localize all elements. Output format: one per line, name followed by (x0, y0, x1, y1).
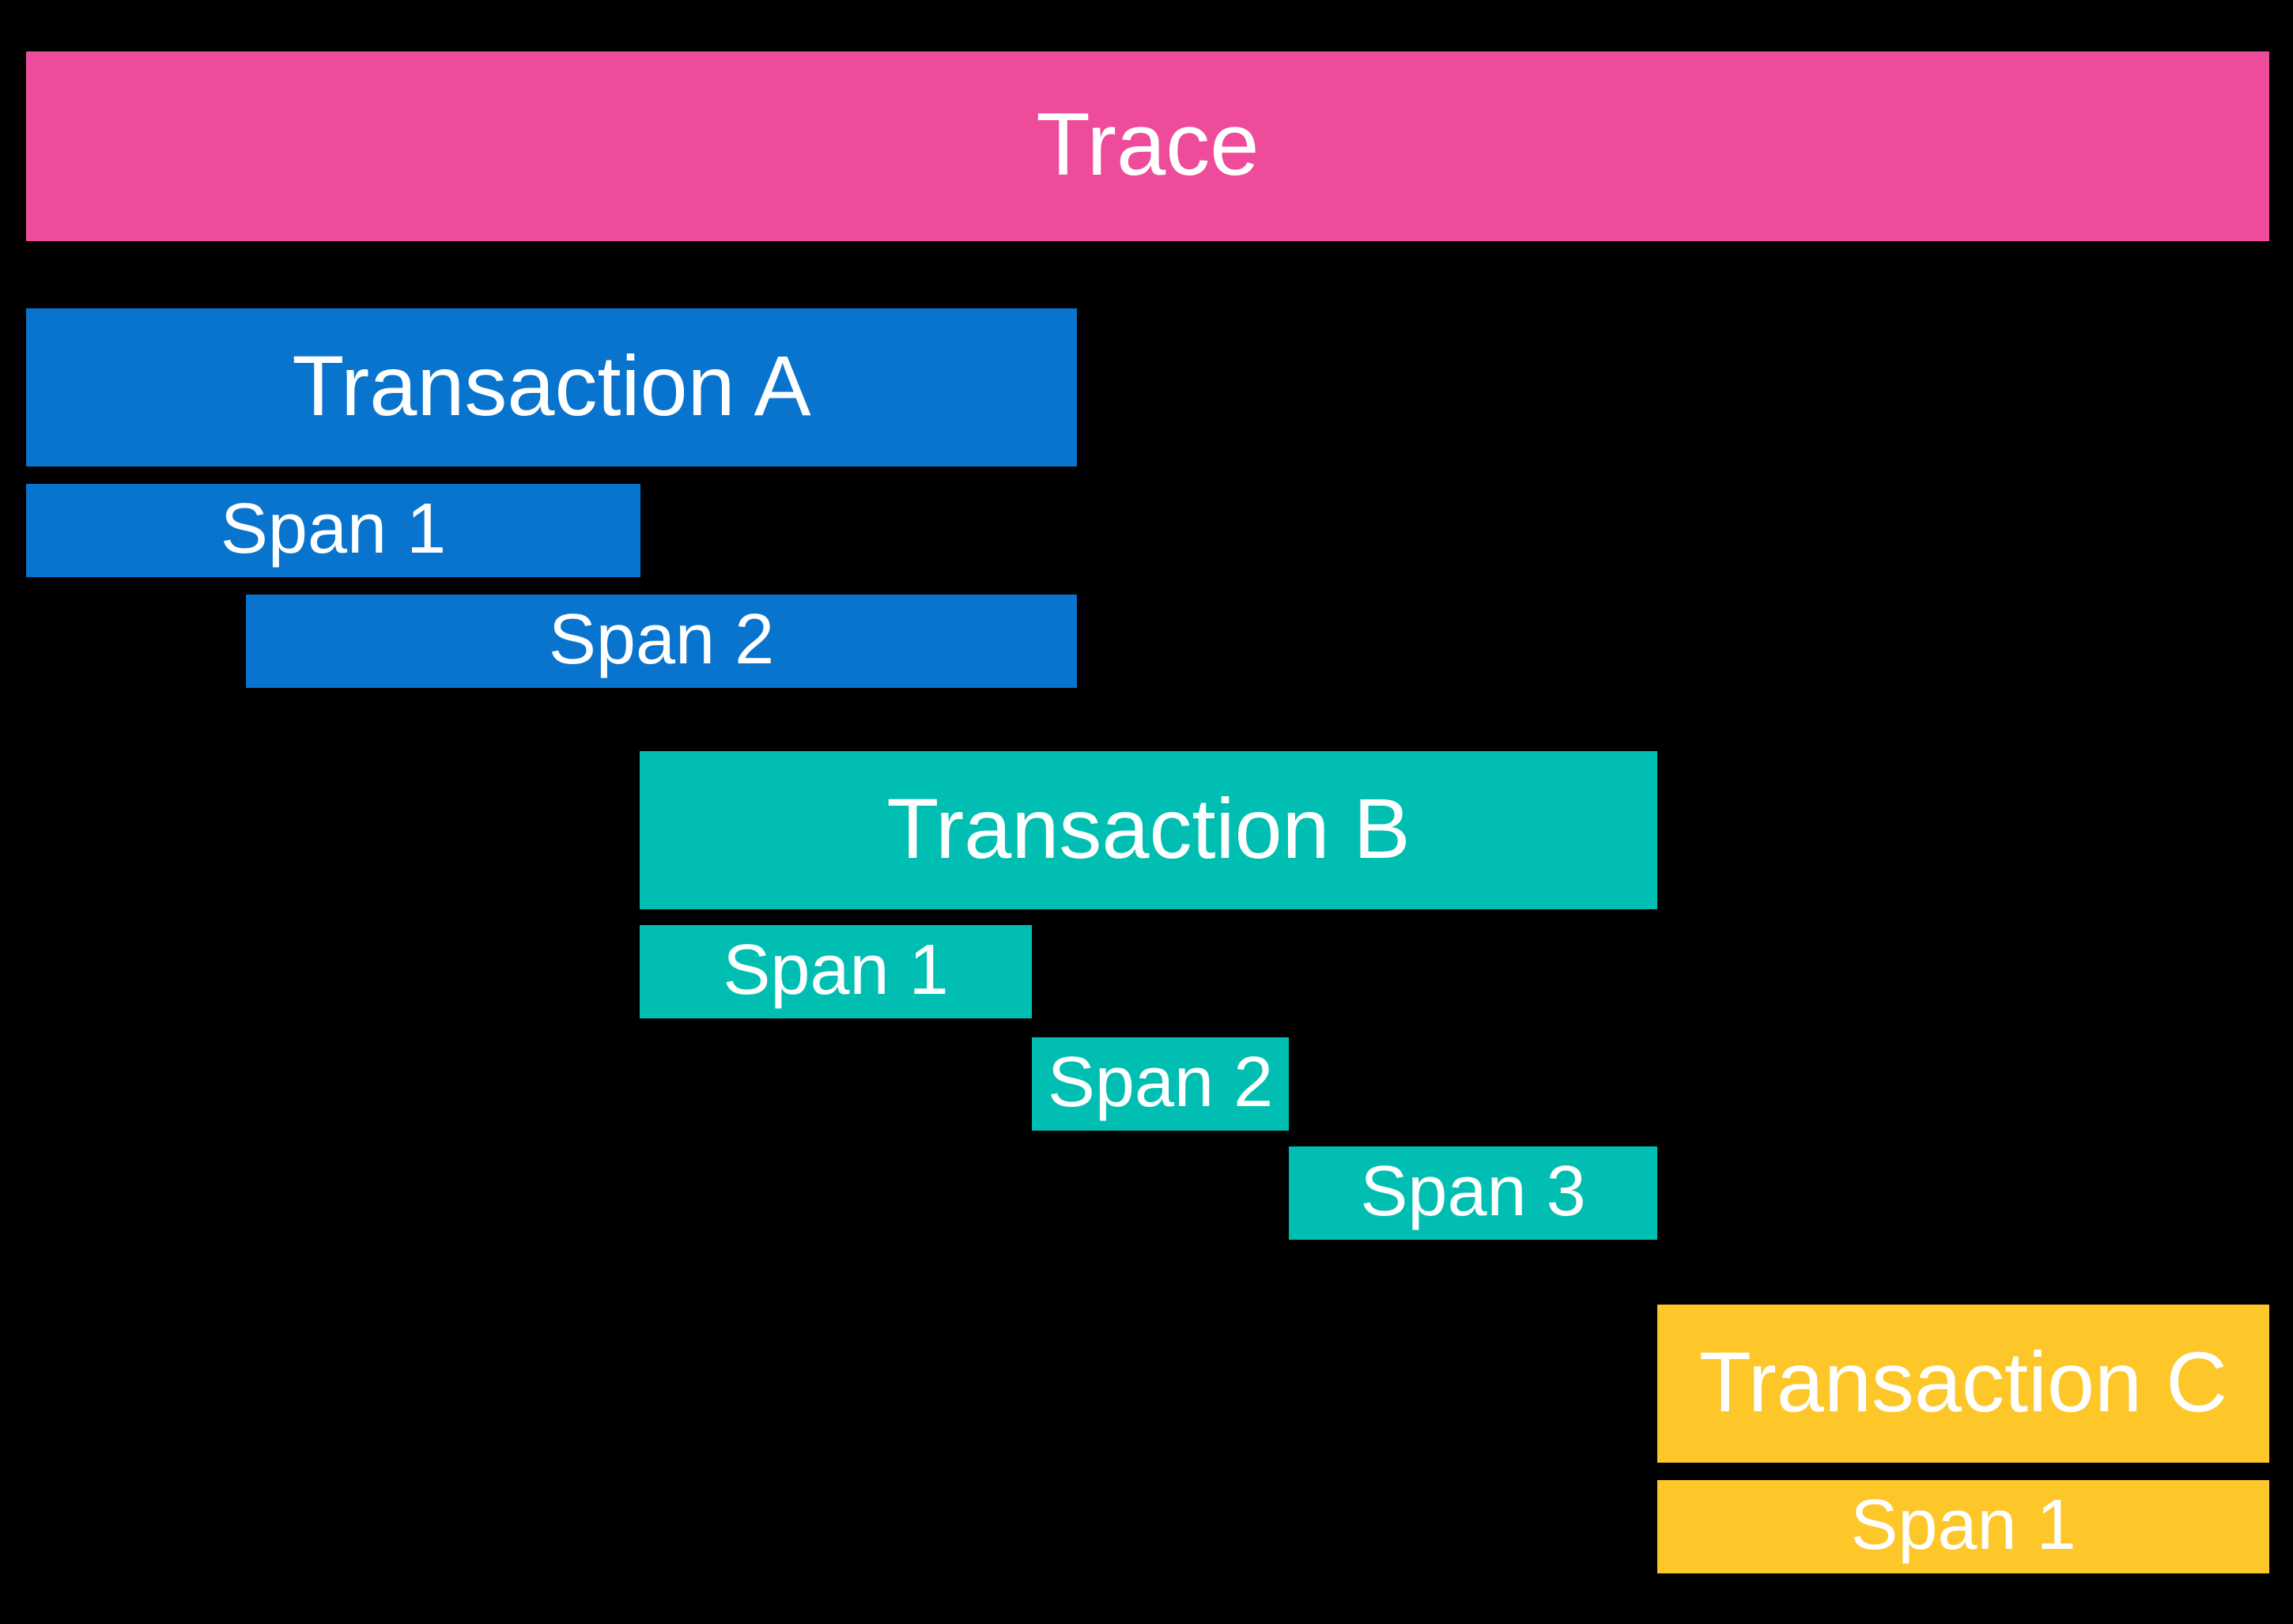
trace-label: Trace (1036, 94, 1260, 194)
transaction-b-span-3-label: Span 3 (1360, 1152, 1586, 1232)
transaction-a-span-2-bar: Span 2 (246, 595, 1077, 688)
transaction-b-span-1-label: Span 1 (723, 931, 949, 1010)
transaction-b-span-3-bar: Span 3 (1289, 1146, 1657, 1240)
transaction-a-span-2-label: Span 2 (548, 600, 775, 680)
transaction-c-label: Transaction C (1698, 1333, 2228, 1429)
trace-bar: Trace (26, 51, 2269, 241)
transaction-b-span-2-label: Span 2 (1047, 1043, 1274, 1123)
transaction-a-span-1-label: Span 1 (220, 489, 447, 569)
transaction-b-span-2-bar: Span 2 (1032, 1037, 1289, 1131)
transaction-a-span-1-bar: Span 1 (26, 484, 640, 577)
transaction-b-span-1-bar: Span 1 (640, 925, 1032, 1018)
transaction-b-bar: Transaction B (640, 751, 1657, 909)
transaction-b-label: Transaction B (886, 780, 1411, 876)
transaction-c-span-1-label: Span 1 (1850, 1486, 2076, 1565)
transaction-c-span-1-bar: Span 1 (1657, 1480, 2269, 1573)
transaction-a-label: Transaction A (292, 337, 811, 433)
transaction-c-bar: Transaction C (1657, 1305, 2269, 1463)
transaction-a-bar: Transaction A (26, 308, 1077, 466)
